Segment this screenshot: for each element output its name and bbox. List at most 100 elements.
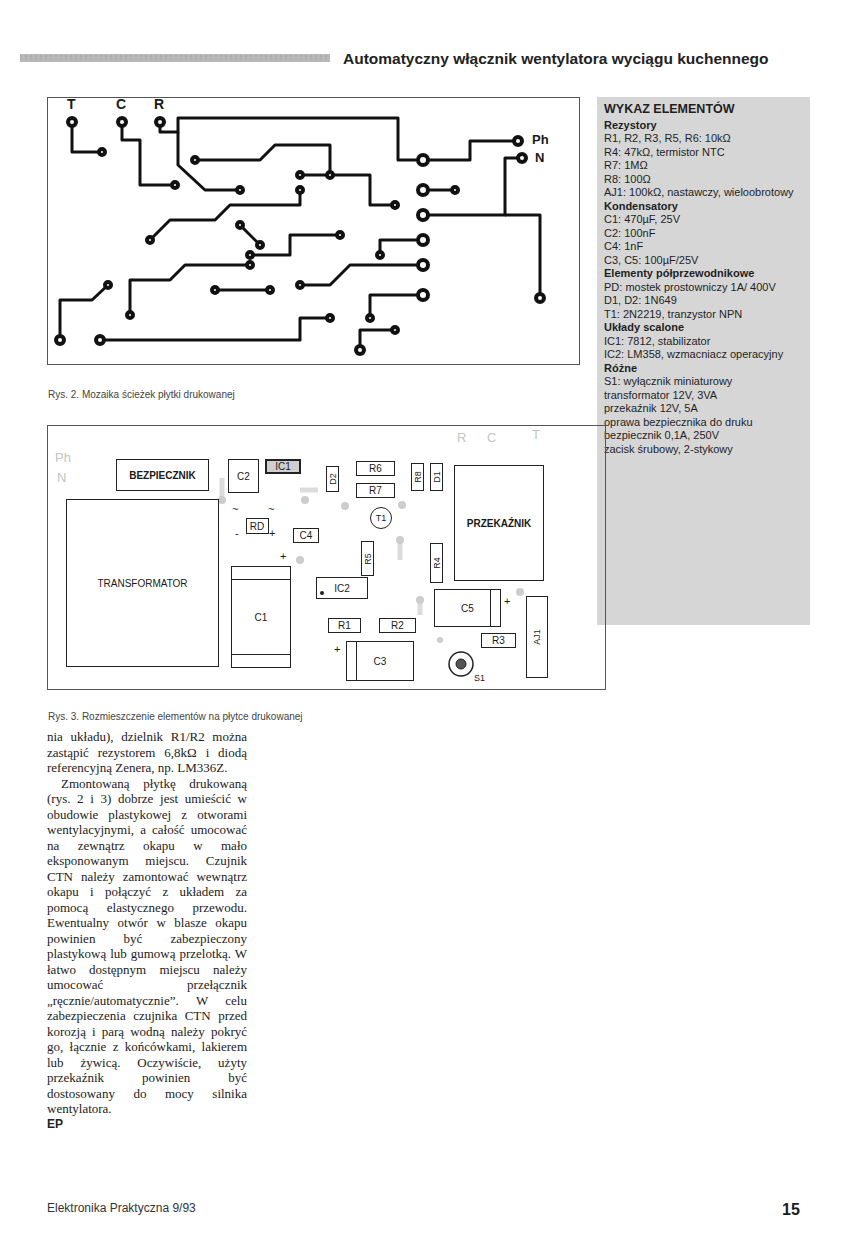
header-bar-part xyxy=(20,56,330,59)
fuse-holder: BEZPIECZNIK xyxy=(116,459,209,491)
component-label: TRANSFORMATOR xyxy=(97,578,187,589)
list-item: IC1: 7812, stabilizator xyxy=(604,335,803,349)
pcb-pads-part xyxy=(297,172,303,178)
parts-list-panel: WYKAZ ELEMENTÓWRezystoryR1, R2, R3, R5, … xyxy=(597,97,810,625)
list-item: D1, D2: 1N649 xyxy=(604,294,803,308)
list-heading: Kondensatory xyxy=(604,200,803,214)
switch-knob xyxy=(456,659,466,669)
list-item: S1: wyłącznik miniaturowy xyxy=(604,375,803,389)
pcb-pads-part xyxy=(392,202,398,208)
pcb-pads-part xyxy=(247,262,253,268)
resistor: R5 xyxy=(361,541,374,576)
pcb-pads-part xyxy=(356,346,364,354)
board-faint-pads-part xyxy=(516,588,524,596)
component-label: AJ1 xyxy=(532,629,542,645)
list-item: R8: 100Ω xyxy=(604,173,803,187)
pin-one-mark xyxy=(320,591,324,595)
list-item: C3, C5: 100µF/25V xyxy=(604,254,803,268)
board-faint-pads-part xyxy=(437,637,443,643)
pcb-pads-part xyxy=(418,185,428,195)
board-faint-pads-part xyxy=(396,536,404,544)
list-heading: Różne xyxy=(604,362,803,376)
polarity-mark: ~ xyxy=(268,503,274,515)
resistor: R3 xyxy=(481,633,516,648)
header-bar-part xyxy=(20,54,330,62)
transistor: T1 xyxy=(370,507,392,529)
pcb-pads-part xyxy=(212,287,218,293)
pcb-pads-part xyxy=(247,252,253,258)
pcb-pads-part xyxy=(418,210,428,220)
list-item: PD: mostek prostowniczy 1A/ 400V xyxy=(604,281,803,295)
terminal-label: N xyxy=(535,151,544,165)
list-item: C4: 1nF xyxy=(604,240,803,254)
pcb-pads-part xyxy=(327,315,333,321)
capacitor-band xyxy=(232,579,290,580)
pcb-tracks-part xyxy=(250,235,340,255)
transformer: TRANSFORMATOR xyxy=(66,499,219,667)
author-initials: EP xyxy=(47,1117,247,1133)
diode: D1 xyxy=(430,463,443,491)
capacitor: C4 xyxy=(293,528,319,543)
list-item: zacisk śrubowy, 2-stykowy xyxy=(604,443,803,457)
list-heading: Elementy półprzewodnikowe xyxy=(604,267,803,281)
pcb-pads-part xyxy=(518,154,526,162)
component-label: R4 xyxy=(432,557,442,569)
component-label: PRZEKAŹNIK xyxy=(467,518,531,529)
header-bar xyxy=(20,54,330,62)
pcb-pads-part xyxy=(257,242,263,248)
pcb-tracks-part xyxy=(505,215,540,298)
pcb-pads-part xyxy=(536,294,544,302)
body-paragraph: nia układu), dzielnik R1/R2 można zastąp… xyxy=(47,729,247,776)
pcb-tracks-part xyxy=(100,318,330,340)
show-through-label: N xyxy=(57,471,66,485)
component-label: R3 xyxy=(492,635,505,646)
terminal-label: T xyxy=(67,97,76,112)
pcb-pads-part xyxy=(267,287,273,293)
list-item: bezpiecznik 0,1A, 250V xyxy=(604,429,803,443)
capacitor-band xyxy=(490,590,491,626)
pcb-tracks-part xyxy=(423,158,522,215)
electrolytic-capacitor: C5 xyxy=(434,589,501,627)
component-label: BEZPIECZNIK xyxy=(129,470,196,481)
page-title: Automatyczny włącznik wentylatora wyciąg… xyxy=(343,50,769,68)
pcb-tracks-part xyxy=(72,122,102,152)
show-through-label: Ph xyxy=(55,451,71,465)
list-item: IC2: LM358, wzmacniacz operacyjny xyxy=(604,348,803,362)
pcb-tracks-part xyxy=(423,141,518,160)
polarity-mark: - xyxy=(235,527,239,539)
pcb-pads-part xyxy=(337,232,343,238)
list-item: przekaźnik 12V, 5A xyxy=(604,402,803,416)
pcb-pads-part xyxy=(237,187,243,193)
component-label: R2 xyxy=(391,620,404,631)
op-amp-ic: IC2 xyxy=(316,577,368,599)
pcb-tracks-part xyxy=(300,175,395,205)
resistor: R6 xyxy=(356,461,395,476)
list-item: C2: 100nF xyxy=(604,227,803,241)
polarity-mark: + xyxy=(334,643,340,655)
electrolytic-capacitor: C1 xyxy=(231,566,291,668)
pcb-pads-part xyxy=(147,237,153,243)
list-item: T1: 2N2219, tranzystor NPN xyxy=(604,308,803,322)
pcb-pads-part xyxy=(418,290,428,300)
polarity-mark: + xyxy=(269,527,275,539)
pcb-pads-part xyxy=(418,260,428,270)
list-item: R7: 1MΩ xyxy=(604,159,803,173)
capacitor-band xyxy=(232,654,290,655)
pcb-tracks-part xyxy=(60,285,108,340)
board-faint-pads-part xyxy=(296,556,304,564)
resistor: R1 xyxy=(328,618,361,633)
component-label: R5 xyxy=(363,553,373,565)
pcb-pads-part xyxy=(118,118,126,126)
show-through-label: T xyxy=(532,428,540,442)
pcb-pads-part xyxy=(452,187,458,193)
switch: S1 xyxy=(446,649,486,683)
pcb-pads-part xyxy=(297,187,303,193)
terminal-label: R xyxy=(154,97,164,112)
regulator-ic: IC1 xyxy=(265,459,301,474)
board-faint-tracks-part xyxy=(300,488,318,493)
terminal-label: Ph xyxy=(532,133,549,147)
component-label: R7 xyxy=(369,485,382,496)
pcb-pads-part xyxy=(392,327,398,333)
board-faint-pads-part xyxy=(218,496,226,504)
text-column: nia układu), dzielnik R1/R2 można zastąp… xyxy=(47,729,247,1132)
